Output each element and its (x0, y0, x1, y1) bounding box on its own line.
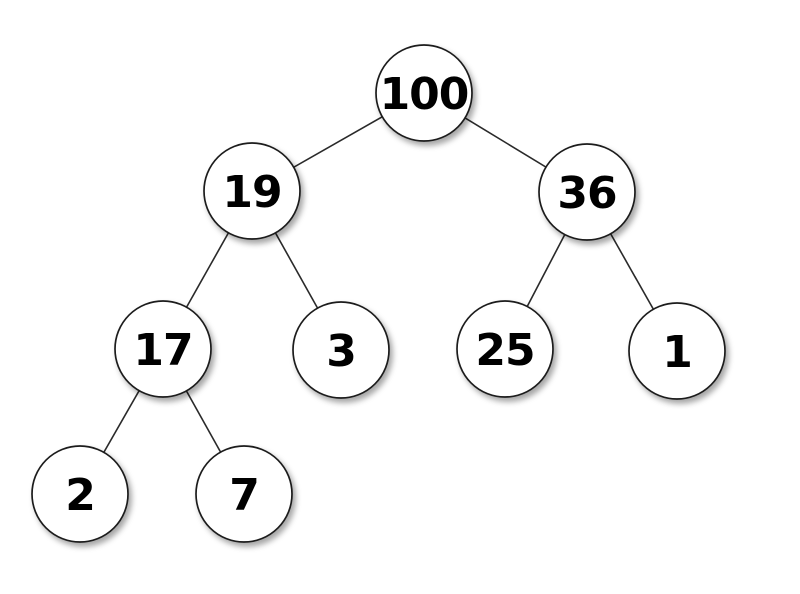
node-circle (375, 44, 473, 142)
tree-node-2: 2 (31, 445, 129, 543)
node-label: 36 (557, 168, 616, 219)
tree-nodes-layer: 100 19 36 17 3 25 1 2 7 (31, 44, 726, 543)
node-circle (114, 300, 212, 398)
tree-node-7: 7 (195, 445, 293, 543)
tree-node-1: 1 (628, 302, 726, 400)
tree-node-19: 19 (203, 142, 301, 240)
node-label: 25 (475, 325, 534, 376)
tree-node-36: 36 (538, 143, 636, 241)
node-circle (292, 301, 390, 399)
node-circle (538, 143, 636, 241)
tree-node-25: 25 (456, 300, 554, 398)
node-label: 2 (65, 470, 95, 521)
node-circle (31, 445, 129, 543)
tree-node-3: 3 (292, 301, 390, 399)
node-label: 17 (133, 325, 192, 376)
node-circle (203, 142, 301, 240)
node-label: 1 (662, 327, 692, 378)
tree-node-17: 17 (114, 300, 212, 398)
node-label: 19 (222, 167, 281, 218)
node-label: 3 (326, 326, 356, 377)
node-label: 7 (229, 470, 259, 521)
node-label: 100 (380, 69, 469, 120)
tree-node-100: 100 (375, 44, 473, 142)
node-circle (195, 445, 293, 543)
node-circle (628, 302, 726, 400)
node-circle (456, 300, 554, 398)
